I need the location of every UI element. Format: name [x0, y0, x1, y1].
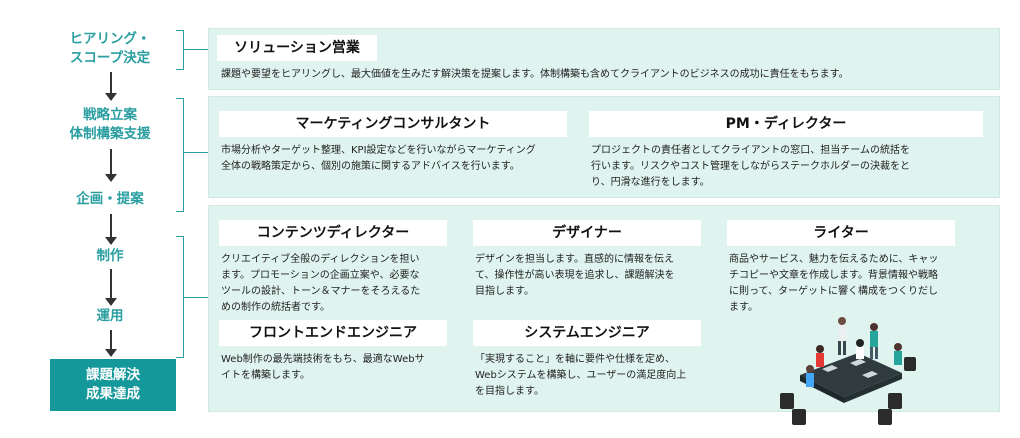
step-operation: 運用 [40, 307, 180, 326]
bracket-strategy [176, 98, 184, 212]
content-desc-line1: クリエイティブ全般のディレクションを担い [221, 254, 420, 265]
flow-arrow-1 [105, 72, 117, 101]
panel-solution-sales: ソリューション営業 課題や要望をヒアリングし、最大価値を生みだす解決策を提案しま… [208, 28, 1000, 90]
writer-desc-line2: チコピーや文章を作成します。背景情報や戦略 [729, 270, 938, 281]
solution-sales-desc: 課題や要望をヒアリングし、最大価値を生みだす解決策を提案します。体制構築も含めて… [221, 69, 849, 80]
step-planning: 企画・提案 [40, 190, 180, 209]
system-engineer-desc: 「実現すること」を軸に要件や仕様を定め、 Webシステムを構築し、ユーザーの満足… [475, 352, 715, 400]
system-desc-line2: Webシステムを構築し、ユーザーの満足度向上 [475, 370, 687, 381]
frontend-desc-line1: Web制作の最先端技術をもち、最適なWebサ [221, 354, 425, 365]
designer-title: デザイナー [473, 220, 701, 246]
writer-desc-line4: ます。 [729, 302, 758, 313]
content-desc-line3: ツールの設計、トーン＆マナーをそろえるた [221, 286, 421, 297]
writer-desc: 商品やサービス、魅力を伝えるために、キャッ チコピーや文章を作成します。背景情報… [729, 252, 979, 316]
pm-desc-line3: り、円滑な進行をします。 [591, 177, 710, 188]
writer-title: ライター [727, 220, 955, 246]
system-engineer-title: システムエンジニア [473, 320, 701, 346]
writer-desc-line1: 商品やサービス、魅力を伝えるために、キャッ [729, 254, 939, 265]
designer-desc: デザインを担当します。直感的に情報を伝え て、操作性が高い表現を追求し、課題解決… [475, 252, 711, 300]
designer-desc-line1: デザインを担当します。直感的に情報を伝え [475, 254, 674, 265]
flow-arrow-4 [105, 269, 117, 306]
writer-desc-line3: に則って、ターゲットに響く構成をつくりだし [729, 286, 938, 297]
bracket-hearing-connector [184, 49, 210, 50]
panel-strategy-roles: マーケティングコンサルタント 市場分析やターゲット整理、KPI設定などを行いなが… [208, 96, 1000, 198]
step-hearing-line2: スコープ決定 [69, 50, 151, 66]
team-meeting-illustration [780, 317, 916, 425]
step-result-line1: 課題解決 [86, 367, 140, 383]
flow-arrow-3 [105, 214, 117, 245]
step-strategy: 戦略立案 体制構築支援 [40, 106, 180, 144]
content-director-title: コンテンツディレクター [219, 220, 447, 246]
system-desc-line1: 「実現すること」を軸に要件や仕様を定め、 [475, 354, 675, 365]
frontend-engineer-desc: Web制作の最先端技術をもち、最適なWebサ イトを構築します。 [221, 352, 461, 384]
marketing-consultant-desc: 市場分析やターゲット整理、KPI設定などを行いながらマーケティング 全体の戦略策… [221, 143, 581, 175]
flow-arrow-5 [105, 330, 117, 357]
step-operation-label: 運用 [96, 308, 124, 324]
frontend-engineer-title: フロントエンドエンジニア [219, 320, 447, 346]
pm-desc-line2: 行います。リスクやコスト管理をしながらステークホルダーの決裁をと [591, 161, 910, 172]
step-production-label: 制作 [96, 248, 124, 264]
panel-production-roles: コンテンツディレクター クリエイティブ全般のディレクションを担い ます。プロモー… [208, 205, 1000, 412]
marketing-desc-line1: 市場分析やターゲット整理、KPI設定などを行いながらマーケティング [221, 145, 536, 156]
frontend-desc-line2: イトを構築します。 [221, 370, 310, 381]
designer-desc-line2: て、操作性が高い表現を追求し、課題解決を [475, 270, 675, 281]
pm-desc-line1: プロジェクトの責任者としてクライアントの窓口、担当チームの統括を [591, 145, 910, 156]
pm-director-desc: プロジェクトの責任者としてクライアントの窓口、担当チームの統括を 行います。リス… [591, 143, 991, 191]
bracket-hearing [176, 30, 184, 70]
content-desc-line2: ます。プロモーションの企画立案や、必要な [221, 270, 420, 281]
pm-director-title: PM・ディレクター [589, 111, 983, 137]
designer-desc-line3: 目指します。 [475, 286, 534, 297]
step-result: 課題解決 成果達成 [50, 359, 176, 411]
system-desc-line3: を目指します。 [475, 386, 544, 397]
solution-sales-title: ソリューション営業 [217, 35, 377, 61]
marketing-desc-line2: 全体の戦略策定から、個別の施策に関するアドバイスを行います。 [221, 161, 520, 172]
step-planning-label: 企画・提案 [76, 191, 144, 207]
step-strategy-line2: 体制構築支援 [69, 126, 151, 142]
bracket-strategy-connector [184, 152, 210, 153]
marketing-consultant-title: マーケティングコンサルタント [219, 111, 567, 137]
step-hearing: ヒアリング・ スコープ決定 [40, 30, 180, 68]
step-strategy-line1: 戦略立案 [83, 107, 137, 123]
content-desc-line4: めの制作の統括者です。 [221, 302, 330, 313]
step-hearing-line1: ヒアリング・ [69, 31, 151, 47]
step-result-line2: 成果達成 [86, 386, 140, 402]
step-production: 制作 [40, 247, 180, 266]
bracket-production-connector [184, 297, 210, 298]
flow-arrow-2 [105, 149, 117, 182]
content-director-desc: クリエイティブ全般のディレクションを担い ます。プロモーションの企画立案や、必要… [221, 252, 457, 316]
bracket-production [176, 236, 184, 358]
